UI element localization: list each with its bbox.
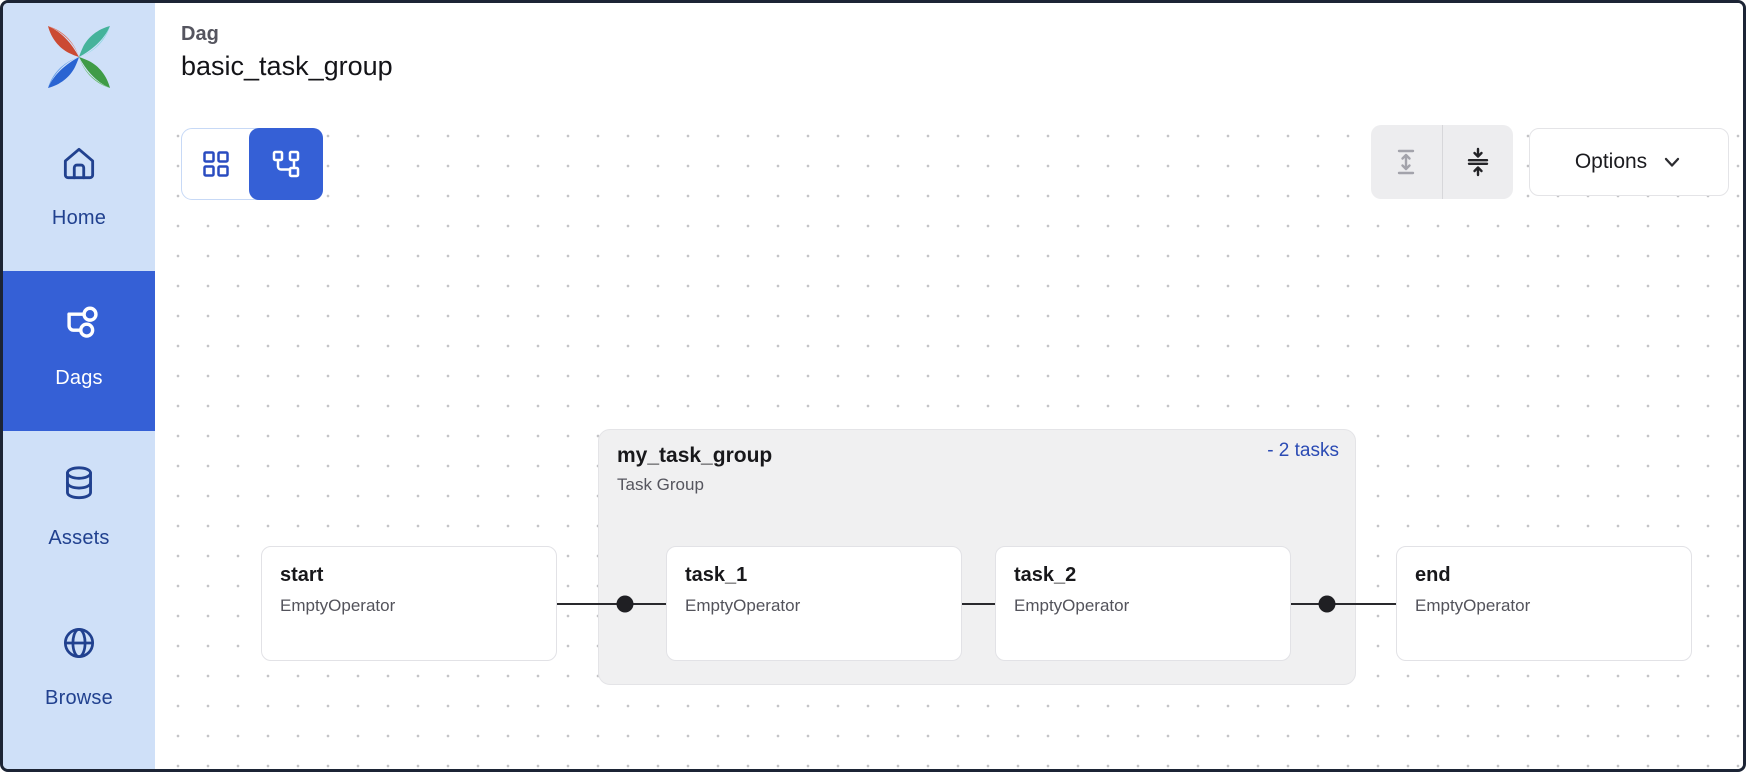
graph-view-button[interactable] — [249, 128, 323, 200]
options-label: Options — [1574, 150, 1648, 173]
task-operator: EmptyOperator — [685, 596, 801, 615]
airflow-logo[interactable] — [3, 3, 155, 111]
expand-all-groups-button[interactable] — [1371, 125, 1442, 199]
airflow-pinwheel-icon — [48, 26, 110, 88]
sidebar-item-browse[interactable]: Browse — [3, 591, 155, 751]
task-title: end — [1415, 564, 1451, 586]
divider — [1441, 125, 1443, 199]
options-dropdown-button[interactable]: Options — [1529, 128, 1729, 196]
expand-all-icon — [1398, 149, 1415, 175]
task-title: start — [280, 564, 324, 586]
sidebar-item-dags[interactable]: Dags — [3, 271, 155, 431]
group-fold-controls — [1371, 125, 1513, 199]
task-node-start[interactable]: start EmptyOperator — [261, 546, 557, 661]
graph-canvas[interactable]: Options my_task_group Task Group - 2 tas… — [155, 109, 1743, 769]
task-node-task-1[interactable]: task_1 EmptyOperator — [666, 546, 962, 661]
task-group-header: my_task_group Task Group — [617, 444, 772, 495]
browse-icon — [57, 621, 101, 665]
collapse-all-icon — [1467, 147, 1488, 177]
task-group-title: my_task_group — [617, 444, 773, 467]
sidebar-item-label: Dags — [55, 367, 103, 389]
task-node-end[interactable]: end EmptyOperator — [1396, 546, 1692, 661]
task-operator: EmptyOperator — [280, 596, 396, 615]
chevron-down-icon — [1665, 157, 1680, 167]
task-operator: EmptyOperator — [1014, 596, 1130, 615]
collapse-all-groups-button[interactable] — [1443, 125, 1514, 199]
view-toggle-group — [181, 128, 323, 200]
sidebar-item-label: Home — [51, 207, 107, 229]
grid-view-button[interactable] — [182, 129, 250, 199]
page-header: Dag basic_task_group — [155, 3, 1743, 109]
task-group-collapse-badge[interactable]: - 2 tasks — [1267, 440, 1339, 461]
home-icon — [57, 141, 101, 185]
assets-icon — [57, 461, 101, 505]
sidebar-item-label: Assets — [48, 527, 110, 549]
sidebar-item-home[interactable]: Home — [3, 111, 155, 271]
task-title: task_1 — [685, 564, 748, 586]
entity-type-label: Dag — [181, 23, 219, 45]
task-group-subtitle: Task Group — [617, 475, 704, 494]
dags-icon — [57, 301, 101, 345]
task-title: task_2 — [1014, 564, 1077, 586]
grid-view-icon — [203, 151, 229, 177]
sidebar-item-assets[interactable]: Assets — [3, 431, 155, 591]
task-operator: EmptyOperator — [1415, 596, 1531, 615]
sidebar-item-label: Browse — [45, 687, 113, 709]
task-node-task-2[interactable]: task_2 EmptyOperator — [995, 546, 1291, 661]
dag-title: basic_task_group — [181, 51, 393, 81]
graph-view-icon — [272, 150, 300, 178]
sidebar: Home Dags Assets — [3, 3, 155, 769]
